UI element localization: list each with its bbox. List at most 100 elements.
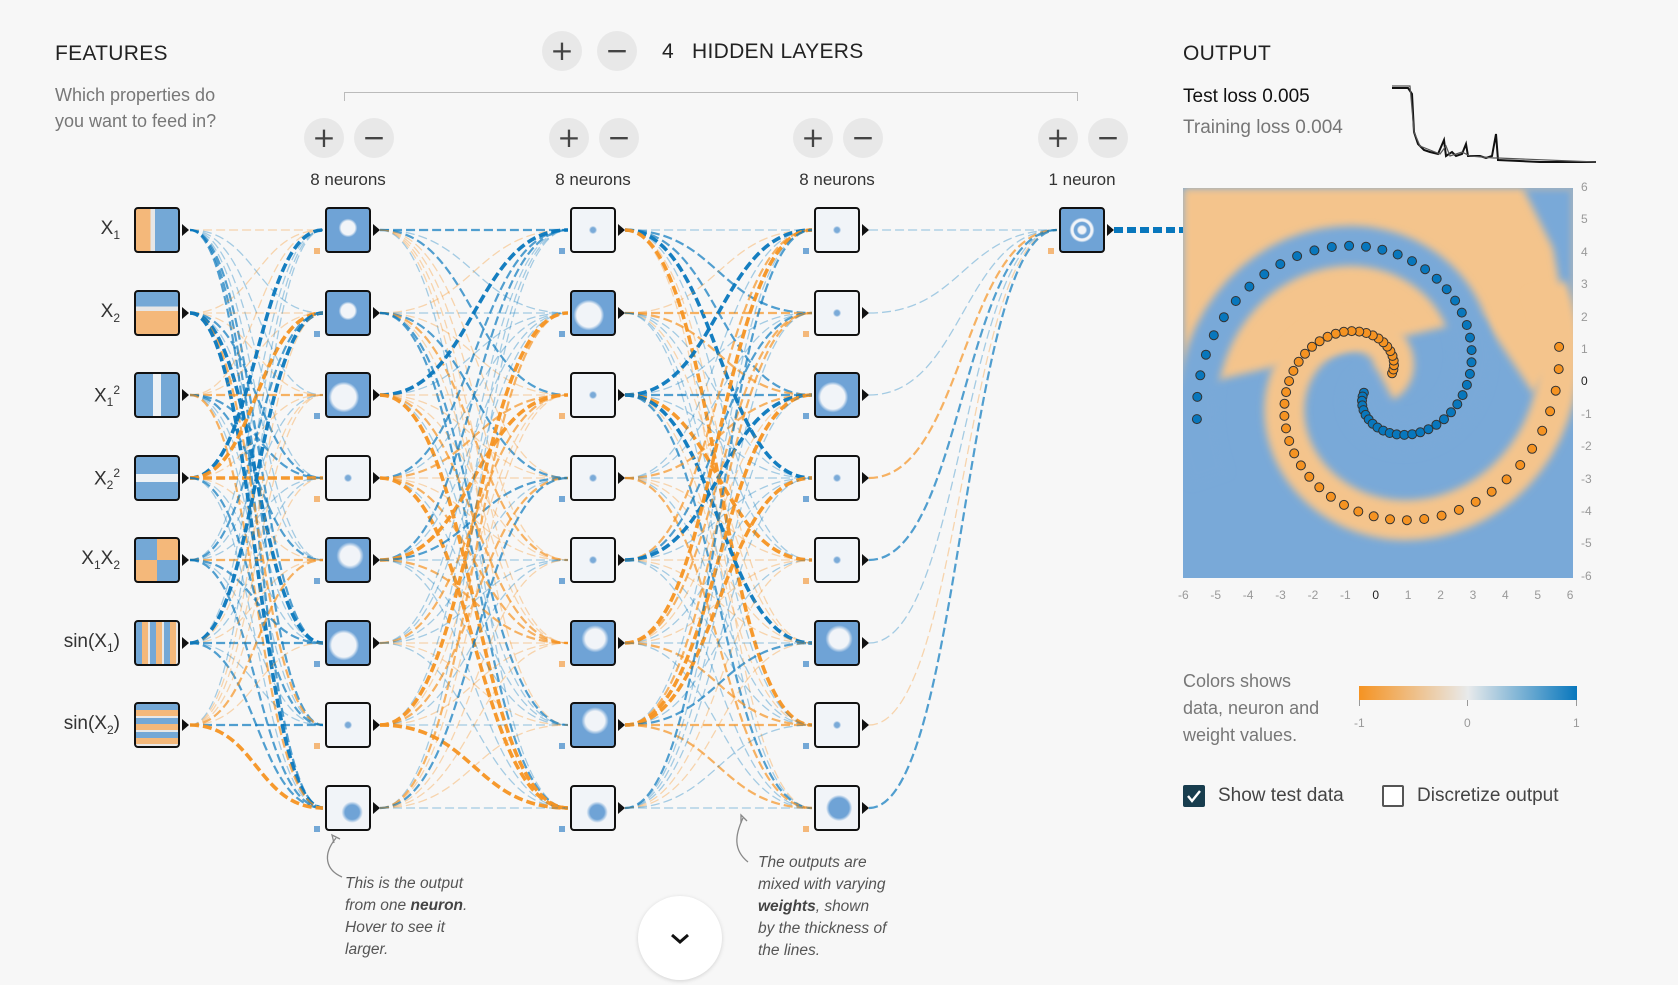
weight-link[interactable] bbox=[624, 312, 813, 809]
feature-node[interactable] bbox=[134, 207, 180, 253]
add-neuron-button[interactable]: + bbox=[793, 118, 833, 158]
feature-node[interactable] bbox=[134, 455, 180, 501]
feature-node[interactable] bbox=[134, 702, 180, 748]
weight-link[interactable] bbox=[189, 723, 324, 810]
weight-link[interactable] bbox=[189, 229, 324, 726]
weight-link[interactable] bbox=[379, 559, 569, 809]
weight-link[interactable] bbox=[379, 229, 569, 726]
bias-indicator[interactable] bbox=[559, 248, 565, 254]
bias-indicator[interactable] bbox=[314, 743, 320, 749]
neuron-node[interactable] bbox=[814, 455, 860, 501]
neuron-node[interactable] bbox=[325, 620, 371, 666]
bias-indicator[interactable] bbox=[803, 826, 809, 832]
remove-neuron-button[interactable]: − bbox=[599, 118, 639, 158]
weight-link[interactable] bbox=[379, 311, 569, 727]
weight-link[interactable] bbox=[868, 228, 1058, 810]
weight-link[interactable] bbox=[868, 229, 1058, 314]
bias-indicator[interactable] bbox=[803, 331, 809, 337]
add-layer-button[interactable]: + bbox=[542, 31, 582, 71]
remove-layer-button[interactable]: − bbox=[597, 31, 637, 71]
weight-link[interactable] bbox=[379, 228, 569, 480]
weight-link[interactable] bbox=[189, 394, 324, 644]
bias-indicator[interactable] bbox=[559, 331, 565, 337]
neuron-node[interactable] bbox=[325, 290, 371, 336]
feature-node[interactable] bbox=[134, 290, 180, 336]
weight-link[interactable] bbox=[624, 228, 813, 397]
add-neuron-button[interactable]: + bbox=[549, 118, 589, 158]
weight-link[interactable] bbox=[379, 642, 569, 726]
neuron-node[interactable] bbox=[325, 372, 371, 418]
weight-link[interactable] bbox=[868, 229, 1058, 396]
bias-indicator[interactable] bbox=[314, 413, 320, 419]
neuron-node[interactable] bbox=[814, 290, 860, 336]
weight-link[interactable] bbox=[189, 394, 324, 644]
remove-neuron-button[interactable]: − bbox=[843, 118, 883, 158]
weight-link[interactable] bbox=[624, 393, 813, 727]
weight-link[interactable] bbox=[189, 642, 324, 726]
bias-indicator[interactable] bbox=[314, 331, 320, 337]
weight-link[interactable] bbox=[624, 229, 813, 726]
feature-node[interactable] bbox=[134, 537, 180, 583]
neuron-node[interactable] bbox=[570, 785, 616, 831]
feature-node[interactable] bbox=[134, 372, 180, 418]
weight-link[interactable] bbox=[624, 476, 813, 727]
weight-link[interactable] bbox=[189, 558, 324, 645]
weight-link[interactable] bbox=[624, 228, 813, 810]
neuron-node[interactable] bbox=[814, 207, 860, 253]
neuron-node[interactable] bbox=[570, 537, 616, 583]
weight-link[interactable] bbox=[868, 229, 1058, 726]
scroll-down-button[interactable] bbox=[638, 896, 722, 980]
neuron-node[interactable] bbox=[570, 620, 616, 666]
neuron-node[interactable] bbox=[325, 455, 371, 501]
bias-indicator[interactable] bbox=[559, 743, 565, 749]
bias-indicator[interactable] bbox=[803, 743, 809, 749]
bias-indicator[interactable] bbox=[559, 826, 565, 832]
remove-neuron-button[interactable]: − bbox=[1088, 118, 1128, 158]
neuron-node[interactable] bbox=[325, 702, 371, 748]
neuron-node[interactable] bbox=[570, 290, 616, 336]
remove-neuron-button[interactable]: − bbox=[354, 118, 394, 158]
weight-link[interactable] bbox=[624, 724, 813, 809]
weight-link[interactable] bbox=[379, 394, 569, 809]
weight-link[interactable] bbox=[624, 311, 813, 645]
weight-link[interactable] bbox=[379, 312, 569, 644]
bias-indicator[interactable] bbox=[559, 496, 565, 502]
weight-link[interactable] bbox=[189, 311, 324, 645]
feature-node[interactable] bbox=[134, 620, 180, 666]
bias-indicator[interactable] bbox=[314, 496, 320, 502]
weight-link[interactable] bbox=[624, 477, 813, 809]
weight-link[interactable] bbox=[189, 229, 324, 644]
weight-link[interactable] bbox=[189, 311, 324, 562]
weight-link[interactable] bbox=[379, 229, 569, 809]
weight-link[interactable] bbox=[624, 559, 813, 809]
weight-link[interactable] bbox=[189, 229, 324, 314]
discretize-output-label[interactable]: Discretize output bbox=[1417, 785, 1559, 806]
weight-link[interactable] bbox=[189, 229, 324, 396]
bias-indicator[interactable] bbox=[559, 578, 565, 584]
neuron-node[interactable] bbox=[570, 207, 616, 253]
weight-link[interactable] bbox=[379, 476, 569, 727]
bias-indicator[interactable] bbox=[803, 248, 809, 254]
bias-indicator[interactable] bbox=[314, 826, 320, 832]
add-neuron-button[interactable]: + bbox=[304, 118, 344, 158]
weight-link[interactable] bbox=[624, 641, 813, 727]
neuron-node[interactable] bbox=[814, 785, 860, 831]
weight-link[interactable] bbox=[624, 559, 813, 726]
weight-link[interactable] bbox=[379, 312, 569, 561]
weight-link[interactable] bbox=[868, 228, 1058, 562]
weight-link[interactable] bbox=[868, 229, 1058, 644]
weight-link[interactable] bbox=[624, 228, 813, 645]
weight-link[interactable] bbox=[379, 229, 569, 314]
weight-link[interactable] bbox=[189, 558, 324, 727]
weight-link[interactable] bbox=[868, 228, 1058, 480]
bias-indicator[interactable] bbox=[314, 661, 320, 667]
bias-indicator[interactable] bbox=[803, 661, 809, 667]
bias-indicator[interactable] bbox=[559, 413, 565, 419]
weight-link[interactable] bbox=[624, 311, 813, 397]
weight-link[interactable] bbox=[379, 311, 569, 810]
show-test-data-label[interactable]: Show test data bbox=[1218, 785, 1344, 806]
show-test-data-checkbox[interactable] bbox=[1183, 785, 1205, 807]
neuron-node[interactable] bbox=[570, 455, 616, 501]
weight-link[interactable] bbox=[624, 642, 813, 809]
weight-link[interactable] bbox=[189, 477, 324, 726]
